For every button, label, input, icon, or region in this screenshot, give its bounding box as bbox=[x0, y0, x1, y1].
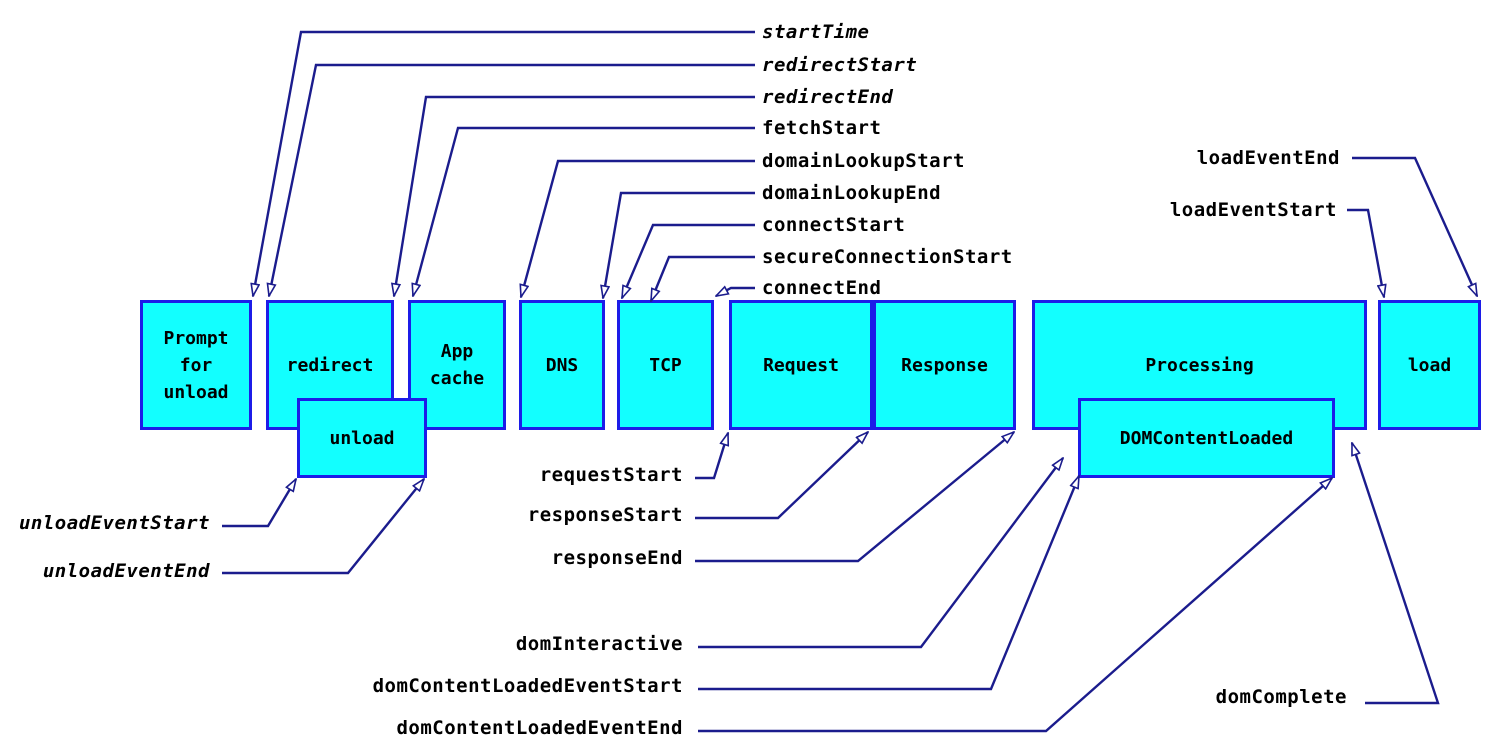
connector-startTime bbox=[253, 30, 755, 296]
connector-connectStart bbox=[620, 223, 755, 298]
connector-connectEnd bbox=[716, 288, 755, 296]
box-request: Request bbox=[729, 300, 873, 430]
connector-loadEventEnd bbox=[1352, 156, 1479, 296]
connector-requestStart bbox=[695, 433, 730, 480]
connector-responseStart bbox=[695, 432, 868, 520]
box-unload: unload bbox=[297, 398, 427, 478]
label-connectStart: connectStart bbox=[762, 214, 906, 236]
box-prompt-for-unload: Prompt for unload bbox=[140, 300, 252, 430]
box-dom-content-loaded: DOMContentLoaded bbox=[1078, 398, 1335, 478]
label-redirectStart: redirectStart bbox=[762, 54, 918, 76]
connector-redirectEnd bbox=[394, 95, 755, 296]
label-domContentLoadedEventEnd: domContentLoadedEventEnd bbox=[396, 717, 683, 739]
label-domComplete: domComplete bbox=[1215, 686, 1347, 708]
connector-fetchStart bbox=[413, 126, 755, 296]
label-unloadEventStart: unloadEventStart bbox=[18, 512, 210, 534]
connector-domainLookupStart bbox=[521, 159, 755, 297]
label-unloadEventEnd: unloadEventEnd bbox=[42, 560, 210, 582]
label-loadEventStart: loadEventStart bbox=[1169, 199, 1337, 221]
label-secureConnectionStart: secureConnectionStart bbox=[762, 246, 1013, 268]
box-load: load bbox=[1378, 300, 1481, 430]
connector-domInteractive bbox=[698, 458, 1063, 649]
connector-domContentLoadedEventStart bbox=[698, 476, 1081, 691]
box-dns: DNS bbox=[519, 300, 605, 430]
label-loadEventEnd: loadEventEnd bbox=[1196, 147, 1340, 169]
connector-unloadEventEnd bbox=[222, 479, 424, 575]
label-responseEnd: responseEnd bbox=[551, 547, 683, 569]
box-tcp: TCP bbox=[617, 300, 714, 430]
connector-domComplete bbox=[1350, 443, 1440, 705]
label-fetchStart: fetchStart bbox=[762, 117, 882, 139]
label-domainLookupStart: domainLookupStart bbox=[762, 150, 965, 172]
label-domainLookupEnd: domainLookupEnd bbox=[762, 182, 942, 204]
label-startTime: startTime bbox=[762, 21, 870, 43]
connector-domainLookupEnd bbox=[603, 191, 755, 298]
label-domContentLoadedEventStart: domContentLoadedEventStart bbox=[372, 675, 683, 697]
label-responseStart: responseStart bbox=[527, 504, 683, 526]
box-response: Response bbox=[873, 300, 1016, 430]
connector-responseEnd bbox=[695, 432, 1014, 563]
connector-unloadEventStart bbox=[222, 479, 296, 528]
label-requestStart: requestStart bbox=[539, 464, 683, 486]
label-connectEnd: connectEnd bbox=[762, 277, 882, 299]
label-redirectEnd: redirectEnd bbox=[762, 86, 894, 108]
connector-loadEventStart bbox=[1347, 208, 1384, 297]
connector-secureConnectionStart bbox=[649, 255, 755, 301]
label-domInteractive: domInteractive bbox=[515, 633, 683, 655]
connector-redirectStart bbox=[269, 63, 755, 296]
